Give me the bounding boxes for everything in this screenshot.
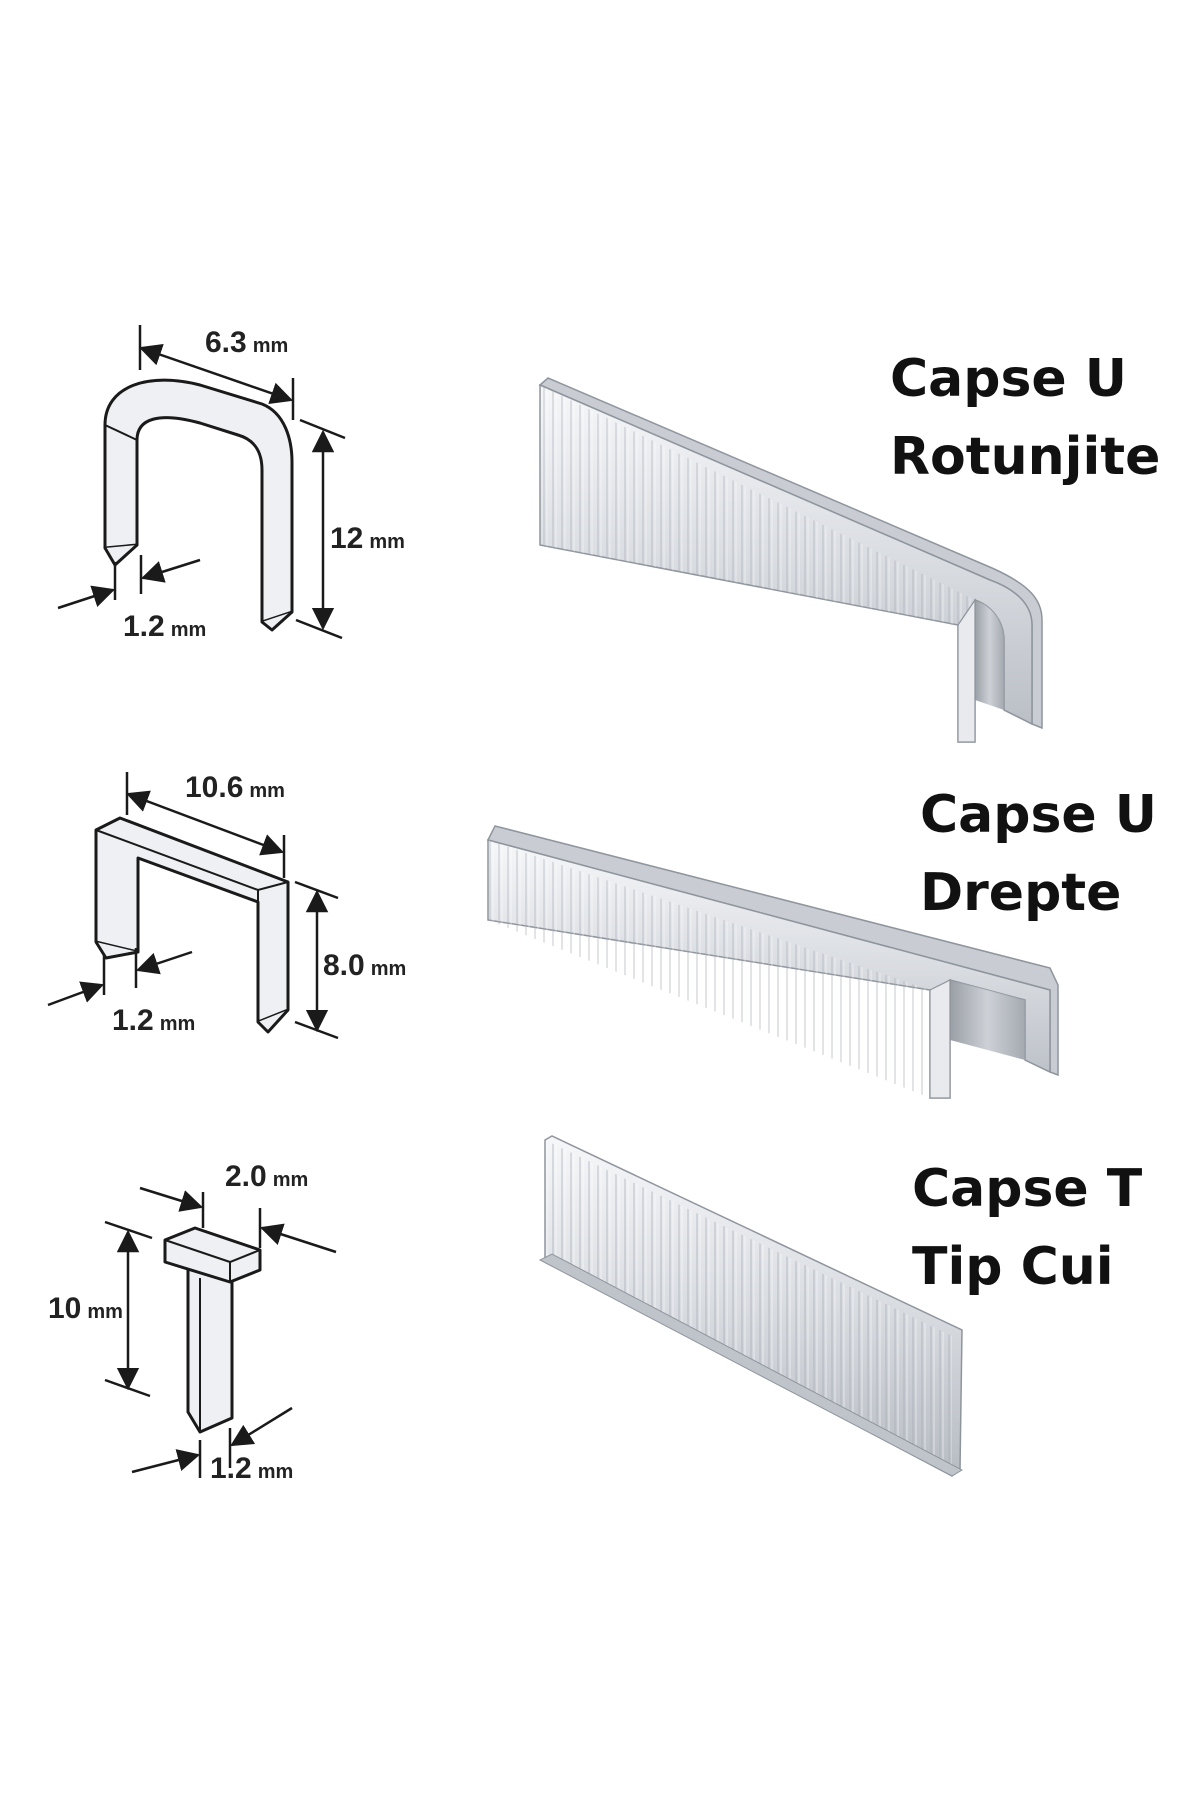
- rounded-u-staple-shape: [103, 378, 294, 624]
- title-square-u-line2: Drepte: [920, 863, 1122, 923]
- square-u-staple-shape: [94, 816, 290, 1024]
- photo-rounded-u-strip: [538, 377, 1043, 743]
- title-rounded-u-line2: Rotunjite: [890, 427, 1161, 487]
- diagram-t-nail: [104, 1186, 337, 1478]
- title-square-u-line1: Capse U: [920, 785, 1158, 845]
- photo-square-u-strip: [486, 825, 1059, 1099]
- photo-t-nail-strip: [538, 1135, 964, 1477]
- t-nail-shape: [186, 1256, 234, 1434]
- title-t-nail-line1: Capse T: [912, 1159, 1143, 1219]
- title-square-u: Capse U Drepte: [920, 776, 1157, 932]
- title-rounded-u-line1: Capse U: [890, 349, 1128, 409]
- diagram-rounded-u-staple: [57, 325, 346, 640]
- title-t-nail: Capse T Tip Cui: [912, 1150, 1142, 1306]
- title-t-nail-line2: Tip Cui: [912, 1237, 1114, 1297]
- title-rounded-u: Capse U Rotunjite: [890, 340, 1160, 496]
- diagram-square-u-staple: [47, 772, 339, 1040]
